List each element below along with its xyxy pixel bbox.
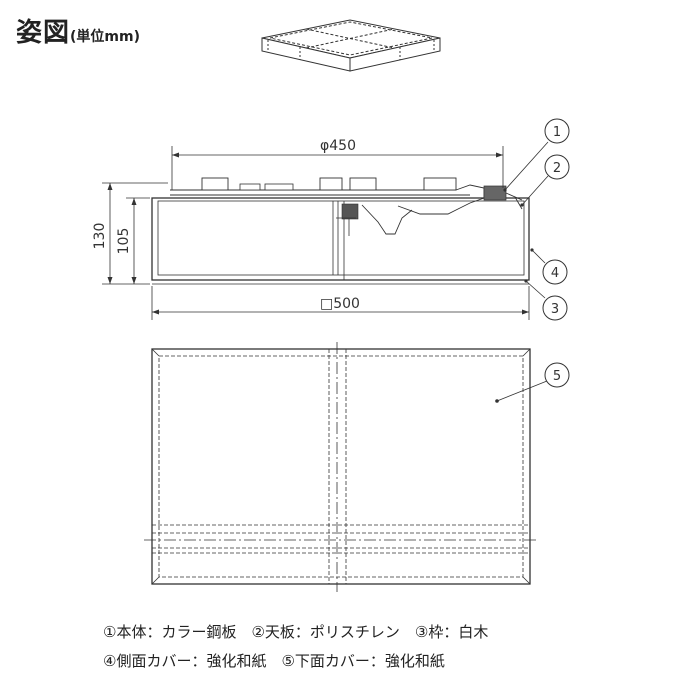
- dim-diameter: φ450: [320, 138, 356, 154]
- callout-5: 5: [544, 362, 570, 388]
- callout-5-number: 5: [553, 369, 561, 384]
- dim-height-total: 130: [92, 223, 108, 250]
- callout-3-number: 3: [551, 302, 559, 317]
- drawing-title: 姿図(単位mm): [16, 12, 140, 49]
- legend-line-1: ①本体：カラー鋼板 ②天板：ポリスチレン ③枠：白木: [103, 623, 489, 641]
- bottom-view: [144, 342, 538, 592]
- callout-leaders: [495, 141, 549, 403]
- isometric-view: [261, 19, 441, 72]
- title-main: 姿図: [16, 18, 71, 48]
- dim-height-body: 105: [116, 228, 132, 255]
- callout-1-number: 1: [553, 125, 561, 140]
- callout-2-number: 2: [553, 161, 561, 176]
- title-unit: (単位mm): [70, 29, 140, 45]
- callout-4-number: 4: [551, 266, 559, 281]
- callout-4: 4: [542, 259, 568, 285]
- legend-line-2: ④側面カバー：強化和紙 ⑤下面カバー：強化和紙: [103, 652, 445, 670]
- callout-2: 2: [544, 154, 570, 180]
- callout-3: 3: [542, 295, 568, 321]
- dimension-lines: [102, 146, 530, 320]
- callout-1: 1: [544, 118, 570, 144]
- dim-square: □500: [320, 296, 360, 312]
- side-view: [151, 177, 530, 285]
